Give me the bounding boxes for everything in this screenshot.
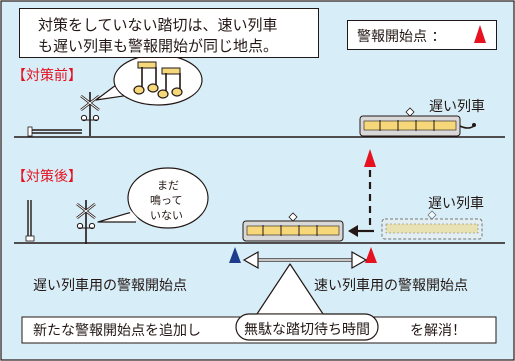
train-motion-arrow — [348, 225, 374, 237]
train-label-after: 遅い列車 — [428, 196, 484, 212]
description-line-2: も遅い列車も警報開始が同じ地点。 — [38, 37, 279, 55]
bubble-line-1: まだ — [157, 179, 179, 192]
section-label-before: 【対策前】 — [12, 68, 82, 84]
fast-alarm-start-label: 速い列車用の警報開始点 — [314, 278, 468, 294]
section-label-after: 【対策後】 — [12, 169, 82, 185]
legend-warning-marker-icon — [474, 25, 486, 43]
ghost-train — [381, 210, 483, 240]
callout-pointer — [254, 263, 326, 318]
alarm-start-marker-before — [364, 149, 376, 167]
barrier-after-raised — [25, 200, 35, 242]
barrier-before — [27, 126, 82, 137]
slow-train-before — [359, 107, 476, 137]
legend-label: 警報開始点 ： — [357, 29, 446, 45]
footer-text-after: を解消！ — [410, 323, 466, 339]
highlight-capsule — [235, 313, 379, 341]
music-notes-icon — [133, 61, 183, 99]
wasted-interval-arrow — [242, 250, 368, 270]
train-label-before: 遅い列車 — [429, 99, 485, 115]
fast-alarm-marker — [365, 247, 377, 263]
bubble-line-3: いない — [150, 209, 183, 222]
bubble-line-2: 鳴って — [150, 194, 183, 207]
legend-box — [347, 20, 497, 50]
slow-alarm-start-label: 遅い列車用の警報開始点 — [33, 278, 187, 294]
slow-alarm-marker — [229, 247, 241, 263]
footer-text-before: 新たな警報開始点を追加し — [33, 323, 201, 339]
footer-highlight: 無駄な踏切待ち時間 — [244, 322, 370, 338]
description-box — [19, 8, 319, 58]
description-line-1: 対策をしていない踏切は、速い列車 — [38, 16, 278, 34]
speech-bubble-after — [97, 167, 209, 229]
